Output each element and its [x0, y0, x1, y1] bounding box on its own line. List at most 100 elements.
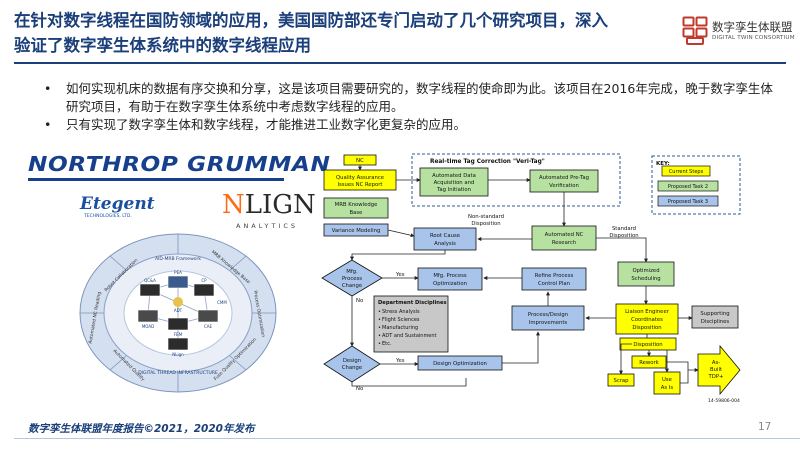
no-label: No: [356, 386, 363, 392]
bullet-item: • 如何实现机床的数据有序交换和分享，这是该项目需要研究的，数字线程的使命即为此…: [42, 80, 782, 116]
network-node-label: FEM: [174, 332, 183, 337]
liaison-label: Disposition: [632, 325, 661, 331]
flow-arrow: [596, 237, 648, 263]
liaison-node: [615, 303, 679, 335]
network-node-label: ADT: [174, 308, 183, 313]
key-proposed-task3-label: Proposed Task 3: [668, 199, 708, 205]
consortium-logo-mark: [682, 16, 708, 45]
footer-source: 数字孪生体联盟年度报告©2021，2020年发布: [28, 423, 255, 435]
ring-inner-bottom-label: DIGITAL THREAD INFRASTRUCTURE: [138, 370, 218, 376]
liaison-label: Liaison Engineer: [625, 309, 670, 315]
yes-label: Yes: [395, 358, 405, 364]
design-change-label: Design: [343, 358, 361, 364]
bullet-text: 只有实现了数字孪生体和数字线程，才能推进工业数字化更复杂的应用。: [66, 117, 467, 132]
mrb-kb-label: Base: [350, 210, 363, 216]
as-built-label: TDP+: [708, 374, 724, 380]
network-node: [197, 309, 219, 323]
rework-label: Rework: [639, 360, 659, 366]
mfg-change-label: Mfg.: [346, 269, 358, 275]
mrb-kb-label: MRB Knowledge: [335, 202, 378, 208]
network-node-label: CMM: [217, 300, 227, 305]
design-change-decision: [323, 345, 381, 383]
dept-bullet: •: [378, 309, 381, 315]
supporting-label: Supporting: [700, 311, 729, 317]
network-node: [167, 275, 189, 289]
network-node-label: MOAD: [142, 324, 154, 329]
use-as-is-label: Use: [662, 377, 672, 383]
root-cause-label: Analysis: [434, 241, 456, 247]
ring-spoke: [229, 355, 247, 371]
network-node: [139, 283, 161, 297]
bullet-dot: •: [44, 81, 52, 96]
title-divider: [14, 62, 786, 64]
proc-design-label: Improvements: [529, 320, 568, 326]
std-label: Standard: [612, 226, 636, 232]
network-node: [193, 283, 215, 297]
no-label: No: [356, 298, 363, 304]
dept-item: Stress Analysis: [382, 309, 420, 315]
auto-data-node: [419, 167, 489, 197]
dept-title: Department Disciplines: [378, 300, 447, 306]
dept-item: Etc.: [382, 341, 392, 347]
auto-nc-research-label: Automated NC: [545, 232, 584, 238]
nc-node-label: NC: [356, 158, 364, 164]
mfg-change-label: Process: [342, 276, 362, 282]
std-label: Disposition: [609, 233, 638, 239]
network-hub: [173, 297, 183, 307]
flow-arrow: [351, 378, 467, 387]
scrap-label: Scrap: [613, 378, 629, 384]
disposition-node: [619, 337, 677, 351]
nonstd-label: Disposition: [471, 221, 500, 227]
liaison-label: Coordinates: [631, 317, 663, 323]
key-proposed-task3: [657, 195, 719, 207]
auto-data-label: Tag Initiation: [436, 187, 471, 193]
mfg-change-label: Change: [342, 283, 362, 289]
mfg-opt-label: Optimization: [433, 281, 467, 287]
supporting-node: [691, 305, 739, 329]
network-node-label: CP: [201, 278, 207, 283]
qa-node-label: Issues NC Report: [337, 182, 382, 188]
root-cause-label: Root Cause: [430, 233, 460, 239]
disposition-label: Disposition: [633, 342, 662, 348]
auto-data-label: Acquisition and: [434, 180, 475, 186]
yes-label: Yes: [395, 272, 405, 278]
digital-thread-ring: Automated NC Reading Robot Collaboration…: [79, 233, 277, 393]
variance-label: Variance Modeling: [332, 228, 381, 234]
title-line-1: 在针对数字线程在国防领域的应用，美国国防部还专门启动了几个研究项目，深入: [14, 11, 608, 30]
network-node-label: CAE: [204, 324, 213, 329]
figure-reference: 14-59806-004: [708, 398, 740, 404]
key-title: KEY:: [656, 161, 670, 167]
consortium-logo: 数字孪生体联盟 DIGITAL TWIN CONSORTIUM: [682, 16, 795, 50]
nlign-n: N: [222, 190, 245, 220]
network-node: [137, 309, 159, 323]
flow-arrow: [387, 229, 415, 238]
nlign-rest: LIGN: [244, 190, 316, 220]
proc-design-label: Process/Design: [528, 312, 568, 318]
ring-spoke: [109, 355, 127, 371]
proc-design-node: [511, 305, 585, 331]
nonstd-label: Non-standard: [468, 214, 504, 220]
dept-item: Manufacturing: [382, 325, 418, 331]
network-node-label: PEA: [174, 270, 182, 275]
bullet-list: • 如何实现机床的数据有序交换和分享，这是该项目需要研究的，数字线程的使命即为此…: [42, 80, 782, 134]
northrop-underline: [28, 178, 284, 181]
northrop-grumman-logo: NORTHROP GRUMMAN: [28, 152, 331, 176]
supporting-label: Disciplines: [701, 319, 730, 325]
logo-name: 数字孪生体联盟: [712, 20, 793, 34]
bullet-dot: •: [44, 117, 52, 132]
dept-bullet: •: [378, 333, 381, 339]
nlign-subtitle: ANALYTICS: [236, 222, 299, 230]
network-node: [167, 317, 189, 331]
title-line-2: 验证了数字孪生体系统中的数字线程应用: [14, 36, 311, 55]
opt-sched-label: Scheduling: [631, 276, 660, 282]
bullet-item: • 只有实现了数字孪生体和数字线程，才能推进工业数字化更复杂的应用。: [42, 116, 782, 134]
as-built-label: Built: [710, 367, 722, 373]
slide-title: 在针对数字线程在国防领域的应用，美国国防部还专门启动了几个研究项目，深入 验证了…: [14, 8, 674, 58]
footer-divider: [14, 438, 800, 439]
use-as-is-label: As Is: [661, 385, 674, 391]
key-proposed-task2: [657, 180, 719, 192]
design-opt-label: Design Optimization: [433, 361, 487, 367]
flow-arrow: [619, 343, 632, 375]
page-number: 17: [758, 421, 772, 433]
ring-spoke: [229, 255, 247, 271]
